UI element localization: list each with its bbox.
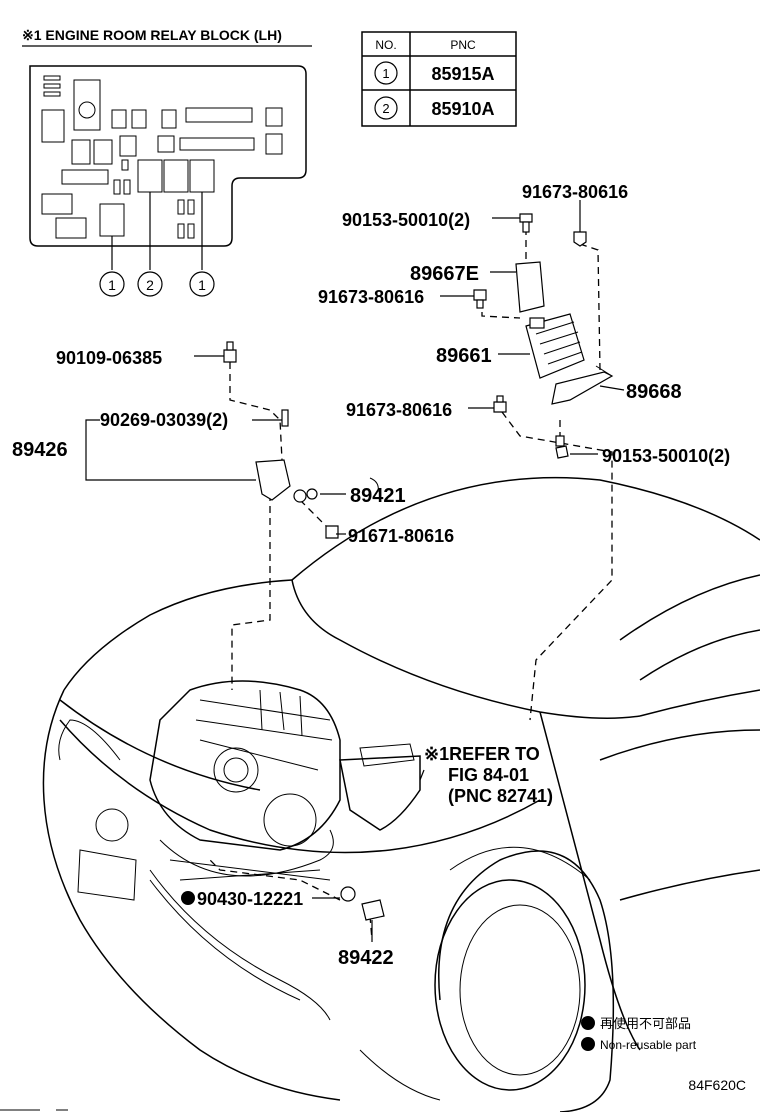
label-90430-12221: 90430-12221 [197, 889, 303, 909]
module-89661 [525, 313, 585, 379]
relay-block-inset: ※1 ENGINE ROOM RELAY BLOCK (LH) [22, 27, 312, 297]
label-89421: 89421 [350, 485, 406, 507]
label-91673-80616-top: 91673-80616 [522, 182, 628, 202]
leader-lines [85, 200, 625, 942]
pnc-row-1-no: 1 [382, 66, 389, 81]
legend-dot-en [581, 1037, 595, 1051]
legend-dot-jp [581, 1016, 595, 1030]
label-91671-80616: 91671-80616 [348, 526, 454, 546]
sensor-89422 [361, 899, 385, 921]
label-89422: 89422 [338, 947, 394, 969]
pnc-table-header-no: NO. [375, 38, 396, 52]
relay-callout-circle [99, 271, 125, 297]
label-91673-80616-low: 91673-80616 [346, 400, 452, 420]
label-89667E: 89667E [410, 263, 479, 285]
relay-block-title: ※1 ENGINE ROOM RELAY BLOCK (LH) [22, 27, 282, 43]
relay-callout-2: 2 [146, 277, 154, 293]
legend-en: Non-reusable part [600, 1038, 697, 1052]
legend-jp: 再使用不可部品 [600, 1016, 691, 1031]
legend: 再使用不可部品 Non-reusable part [581, 1016, 697, 1052]
bracket-89668 [551, 371, 614, 405]
label-refer-line3: (PNC 82741) [448, 786, 553, 806]
part-labels: 91673-80616 90153-50010(2) 89667E 91673-… [12, 182, 730, 969]
label-89426: 89426 [12, 439, 68, 461]
pnc-row-2-value: 85910A [431, 99, 494, 119]
label-89668: 89668 [626, 381, 682, 403]
assembly-guide-lines [209, 228, 613, 941]
figure-code: 84F620C [688, 1077, 746, 1093]
hardware-parts [223, 210, 614, 921]
relay-callout-circle [137, 271, 163, 297]
label-90153-50010-top: 90153-50010(2) [342, 210, 470, 230]
pnc-table-header-pnc: PNC [450, 38, 476, 52]
relay-callout-1b: 1 [198, 277, 206, 293]
relay-callout-1a: 1 [108, 277, 116, 293]
bracket-89426 [255, 459, 291, 501]
engine-assembly [149, 680, 421, 881]
label-90109-06385: 90109-06385 [56, 348, 162, 368]
label-refer-line1: ※1REFER TO [424, 744, 540, 764]
pnc-table: NO. PNC 1 2 85915A 85910A [361, 31, 517, 127]
non-reusable-marker [181, 891, 195, 905]
label-90269-03039: 90269-03039(2) [100, 410, 228, 430]
relay-callout-circle [189, 271, 215, 297]
pnc-row-1-value: 85915A [431, 64, 494, 84]
label-90153-50010-low: 90153-50010(2) [602, 446, 730, 466]
relay-block-outline [29, 65, 307, 247]
label-refer-line2: FIG 84-01 [448, 765, 529, 785]
label-89661: 89661 [436, 345, 492, 367]
pnc-row-2-no: 2 [382, 101, 389, 116]
label-91673-80616-mid: 91673-80616 [318, 287, 424, 307]
vehicle-front-outline [42, 476, 760, 1112]
